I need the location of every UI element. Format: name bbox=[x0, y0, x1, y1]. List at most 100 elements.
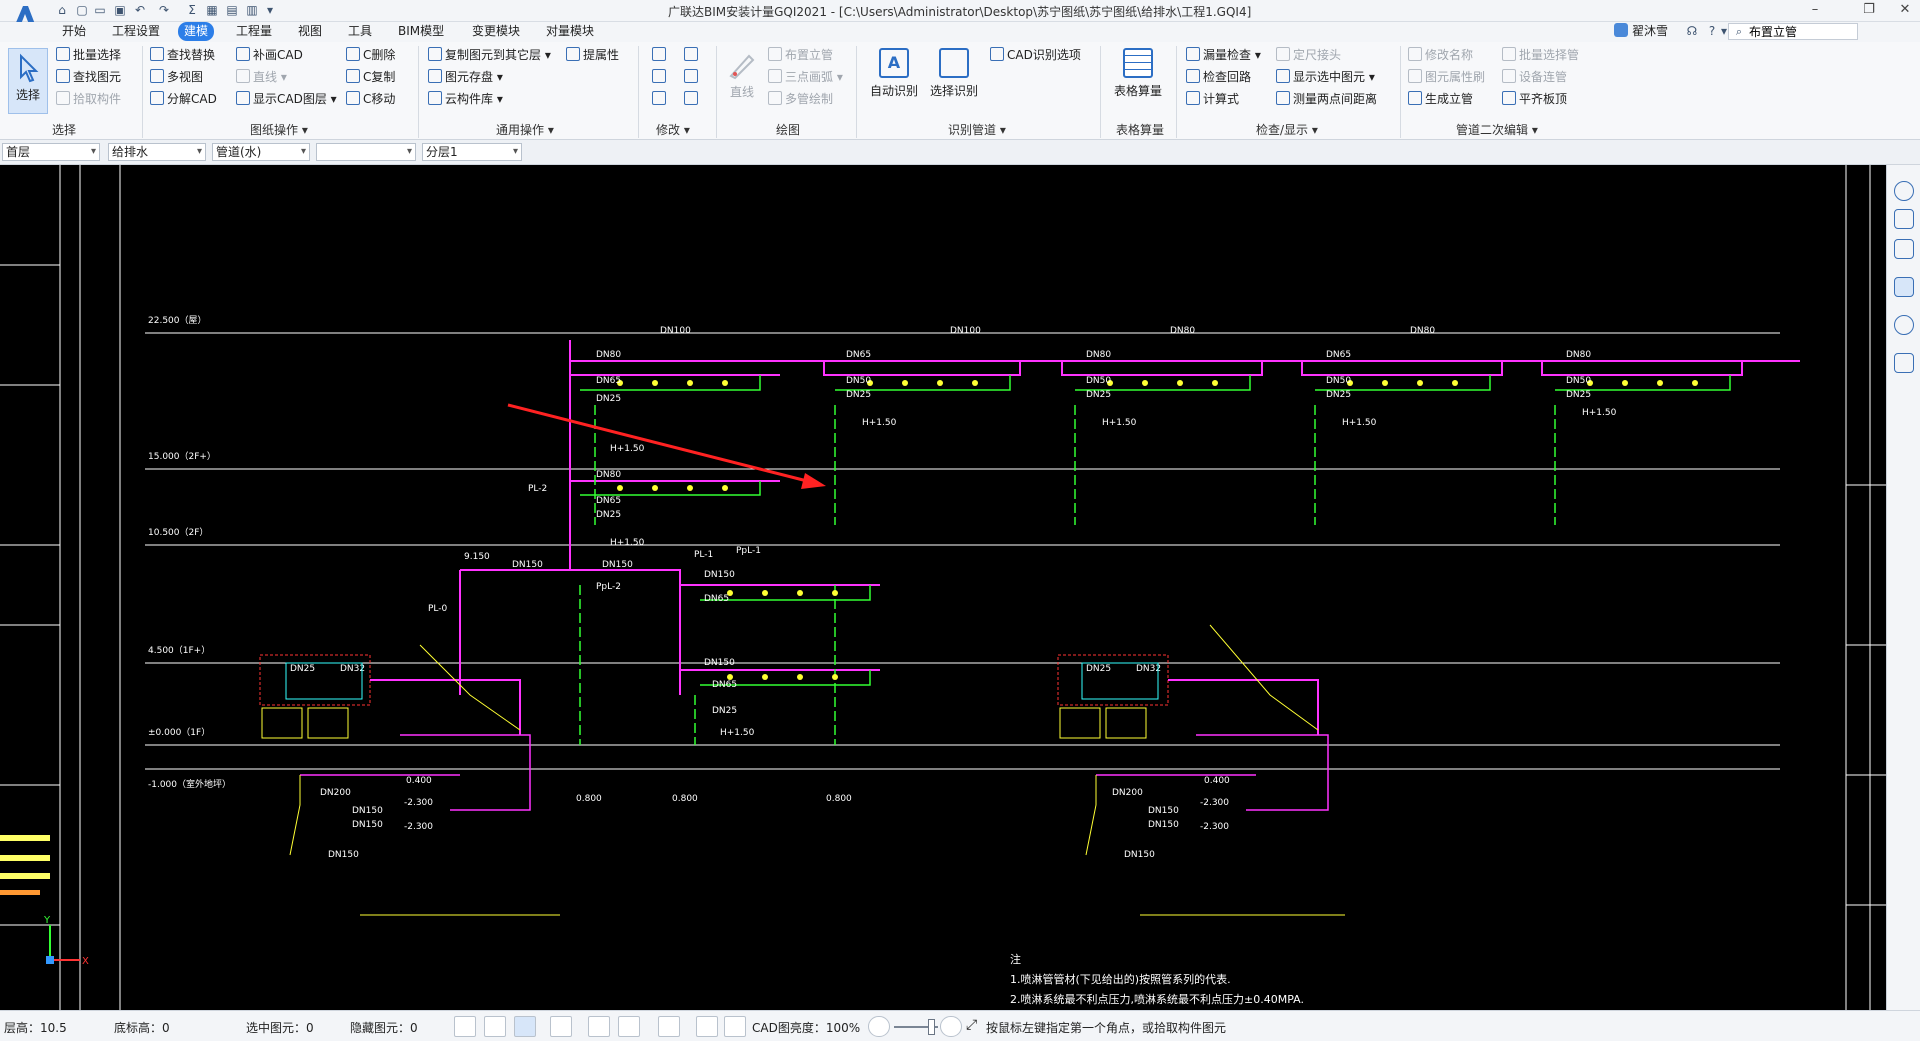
dropdown-icon[interactable]: ▾ bbox=[266, 3, 274, 17]
cloud-library-button[interactable]: 云构件库 ▾ bbox=[428, 90, 503, 108]
print-icon[interactable]: ▥ bbox=[246, 3, 258, 17]
draw-line-button[interactable]: 直线 bbox=[724, 50, 760, 100]
rotate-view-icon[interactable] bbox=[1894, 315, 1914, 335]
batch-select-button[interactable]: 批量选择 bbox=[56, 46, 121, 64]
headset-icon[interactable]: ☊ bbox=[1686, 24, 1698, 38]
element-save-button[interactable]: 图元存盘 ▾ bbox=[428, 68, 503, 86]
tab-quantity[interactable]: 工程量 bbox=[236, 24, 273, 38]
show-selected-button[interactable]: 显示选中图元 ▾ bbox=[1276, 68, 1375, 86]
cross-icon[interactable] bbox=[588, 1016, 610, 1037]
draw-cad-button[interactable]: 补画CAD bbox=[236, 46, 303, 64]
zoom-in-icon[interactable] bbox=[940, 1016, 962, 1037]
extend-icon-button[interactable] bbox=[684, 46, 701, 64]
cube-icon[interactable] bbox=[550, 1016, 572, 1037]
layer-select[interactable]: 分层1 bbox=[422, 143, 522, 161]
move-icon-button[interactable] bbox=[652, 68, 669, 86]
multi-pipe-draw-button[interactable]: 多管绘制 bbox=[768, 90, 833, 108]
line-type-icon[interactable] bbox=[658, 1016, 680, 1037]
cad-canvas[interactable]: 22.500（屋） 15.000（2F+） 10.500（2F） 4.500（1… bbox=[0, 165, 1920, 1010]
find-element-button[interactable]: 查找图元 bbox=[56, 68, 121, 86]
floor-select[interactable]: 首层 bbox=[2, 143, 100, 161]
cad-move-button[interactable]: C移动 bbox=[346, 90, 395, 108]
fixed-joint-button[interactable]: 定尺接头 bbox=[1276, 46, 1341, 64]
copy-icon-button[interactable] bbox=[652, 46, 669, 64]
type-select[interactable]: 管道(水) bbox=[212, 143, 310, 161]
redo-icon[interactable]: ↷ bbox=[158, 3, 170, 17]
close-button[interactable]: ✕ bbox=[1899, 2, 1911, 17]
ortho-icon[interactable] bbox=[484, 1016, 506, 1037]
discipline-select[interactable]: 给排水 bbox=[108, 143, 206, 161]
search-input[interactable] bbox=[1728, 23, 1858, 40]
auto-recognize-button[interactable]: A 自动识别 bbox=[866, 48, 922, 99]
mirror-icon-button[interactable] bbox=[684, 68, 701, 86]
check-loop-button[interactable]: 检查回路 bbox=[1186, 68, 1251, 86]
user-avatar[interactable] bbox=[1614, 23, 1628, 37]
3d-view-icon[interactable] bbox=[1894, 239, 1914, 259]
angle-icon[interactable] bbox=[618, 1016, 640, 1037]
cad-delete-button[interactable]: C删除 bbox=[346, 46, 395, 64]
select-button[interactable]: 选择 bbox=[8, 48, 48, 114]
explode-cad-button[interactable]: 分解CAD bbox=[150, 90, 217, 108]
tab-start[interactable]: 开始 bbox=[62, 24, 87, 38]
open-folder-icon[interactable]: ▭ bbox=[94, 3, 106, 17]
minimize-button[interactable]: – bbox=[1811, 2, 1819, 17]
table-icon[interactable]: ▤ bbox=[226, 3, 238, 17]
rotate-icon-button[interactable] bbox=[684, 90, 701, 108]
extract-property-icon bbox=[566, 47, 580, 61]
rename-button[interactable]: 修改名称 bbox=[1408, 46, 1473, 64]
tab-project-settings[interactable]: 工程设置 bbox=[112, 24, 161, 38]
save-icon[interactable]: ▣ bbox=[114, 3, 126, 17]
user-name[interactable]: 翟沐雪 bbox=[1632, 24, 1669, 38]
show-cad-layer-button[interactable]: 显示CAD图层 ▾ bbox=[236, 90, 337, 108]
generate-riser-button[interactable]: 生成立管 bbox=[1408, 90, 1473, 108]
restore-button[interactable]: ❐ bbox=[1863, 2, 1875, 17]
delete-icon-button[interactable] bbox=[652, 90, 669, 108]
copy-to-other-layer-button[interactable]: 复制图元到其它层 ▾ bbox=[428, 46, 551, 64]
measure-distance-button[interactable]: 测量两点间距离 bbox=[1276, 90, 1377, 108]
property-brush-button[interactable]: 图元属性刷 bbox=[1408, 68, 1485, 86]
cad-recognize-options-button[interactable]: CAD识别选项 bbox=[990, 46, 1081, 64]
layer-display-icon[interactable] bbox=[696, 1016, 718, 1037]
undo-icon[interactable]: ↶ bbox=[134, 3, 146, 17]
component-select[interactable] bbox=[316, 143, 416, 161]
tab-change-module[interactable]: 变更模块 bbox=[472, 24, 521, 38]
table-quantity-button[interactable]: 表格算量 bbox=[1108, 48, 1168, 99]
sum-icon[interactable]: Σ bbox=[188, 3, 196, 17]
new-file-icon[interactable]: ▢ bbox=[76, 3, 88, 17]
grid-icon[interactable]: ▦ bbox=[206, 3, 218, 17]
rect-select-icon[interactable] bbox=[514, 1016, 536, 1037]
orbit-icon[interactable] bbox=[1894, 181, 1914, 201]
help-icon[interactable]: ? bbox=[1708, 24, 1716, 38]
equipment-connect-button[interactable]: 设备连管 bbox=[1502, 68, 1567, 86]
zoom-out-icon[interactable] bbox=[868, 1016, 890, 1037]
formula-button[interactable]: 计算式 bbox=[1186, 90, 1239, 108]
tab-bim-model[interactable]: BIM模型 bbox=[398, 24, 445, 38]
properties-view-icon[interactable] bbox=[1894, 353, 1914, 373]
tab-tools[interactable]: 工具 bbox=[348, 24, 373, 38]
help-dropdown-icon[interactable]: ▾ bbox=[1720, 24, 1728, 38]
tab-view[interactable]: 视图 bbox=[298, 24, 323, 38]
cad-drawing[interactable]: 22.500（屋） 15.000（2F+） 10.500（2F） 4.500（1… bbox=[0, 165, 1886, 1010]
extract-property-button[interactable]: 提属性 bbox=[566, 46, 619, 64]
snap-icon[interactable] bbox=[454, 1016, 476, 1037]
find-replace-button[interactable]: 查找替换 bbox=[150, 46, 215, 64]
align-top-button[interactable]: 平齐板顶 bbox=[1502, 90, 1567, 108]
brightness-slider-thumb[interactable] bbox=[928, 1019, 935, 1035]
select-recognize-button[interactable]: 选择识别 bbox=[926, 48, 982, 99]
cad-copy-button[interactable]: C复制 bbox=[346, 68, 395, 86]
place-riser-button[interactable]: 布置立管 bbox=[768, 46, 833, 64]
three-point-arc-button[interactable]: 三点画弧 ▾ bbox=[768, 68, 843, 86]
2d-view-icon[interactable] bbox=[1894, 209, 1914, 229]
home-icon[interactable]: ⌂ bbox=[58, 3, 66, 17]
cube-view-icon[interactable] bbox=[1894, 277, 1914, 297]
arc-snap-icon[interactable] bbox=[724, 1016, 746, 1037]
multi-view-button[interactable]: 多视图 bbox=[150, 68, 203, 86]
missing-check-button[interactable]: 漏量检查 ▾ bbox=[1186, 46, 1261, 64]
expand-icon[interactable]: ⤢ bbox=[966, 1017, 978, 1033]
batch-select-pipe-button[interactable]: 批量选择管 bbox=[1502, 46, 1579, 64]
line-button[interactable]: 直线 ▾ bbox=[236, 68, 287, 86]
brightness-slider[interactable] bbox=[894, 1026, 938, 1028]
tab-compare-module[interactable]: 对量模块 bbox=[546, 24, 595, 38]
pick-component-button[interactable]: 拾取构件 bbox=[56, 90, 121, 108]
tab-modeling[interactable]: 建模 bbox=[178, 22, 215, 41]
